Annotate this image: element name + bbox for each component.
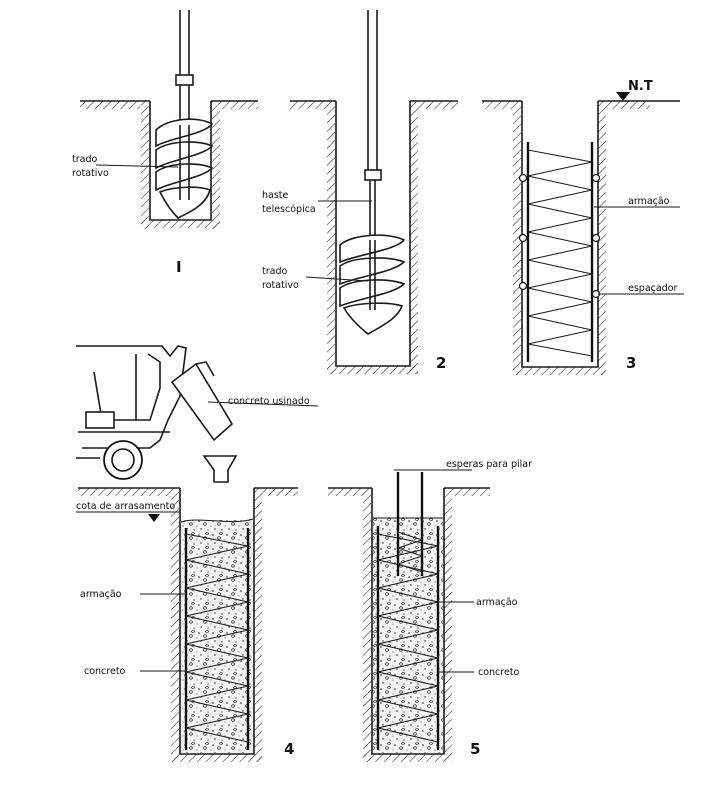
auger-1 [155, 118, 214, 219]
concrete-truck: concreto usinado [76, 345, 319, 483]
label-haste-b: telescópica [262, 204, 316, 215]
rebar-cage-5 [376, 472, 440, 750]
label-concreto-4: concreto [84, 666, 126, 677]
label-nt: N.T [628, 79, 653, 94]
step-1-panel: trado rotativo I [72, 10, 258, 276]
label-haste-a: haste [262, 190, 289, 201]
label-concreto-usinado: concreto usinado [228, 396, 310, 407]
step-4-panel: cota de arrasamento armação concreto 4 [76, 487, 298, 762]
step-number-3: 3 [626, 354, 636, 372]
label-armacao-4: armação [80, 589, 122, 600]
label-armacao-3: armação [628, 196, 670, 207]
label-armacao-5: armação [476, 597, 518, 608]
step-number-2: 2 [436, 354, 446, 372]
step-number-4: 4 [284, 740, 294, 758]
label-trado-1b: rotativo [72, 168, 109, 179]
step-5-panel: esperas para pilar armação concreto 5 [328, 459, 532, 762]
rebar-cage-3 [518, 142, 601, 362]
label-cota-arrasamento: cota de arrasamento [76, 501, 175, 512]
step-2-panel: haste telescópica trado rotativo 2 [262, 10, 458, 374]
step-number-5: 5 [470, 740, 480, 758]
step-3-panel: N.T armação espaçador 3 [482, 79, 684, 375]
label-concreto-5: concreto [478, 667, 520, 678]
label-trado-2a: trado [262, 266, 287, 277]
label-trado-1a: trado [72, 154, 97, 165]
label-esperas-pilar: esperas para pilar [446, 459, 532, 470]
rebar-cage-4 [184, 528, 250, 750]
step-number-1: I [176, 258, 182, 276]
label-trado-2b: rotativo [262, 280, 299, 291]
label-espacador: espaçador [628, 283, 678, 294]
auger-2 [339, 234, 406, 335]
